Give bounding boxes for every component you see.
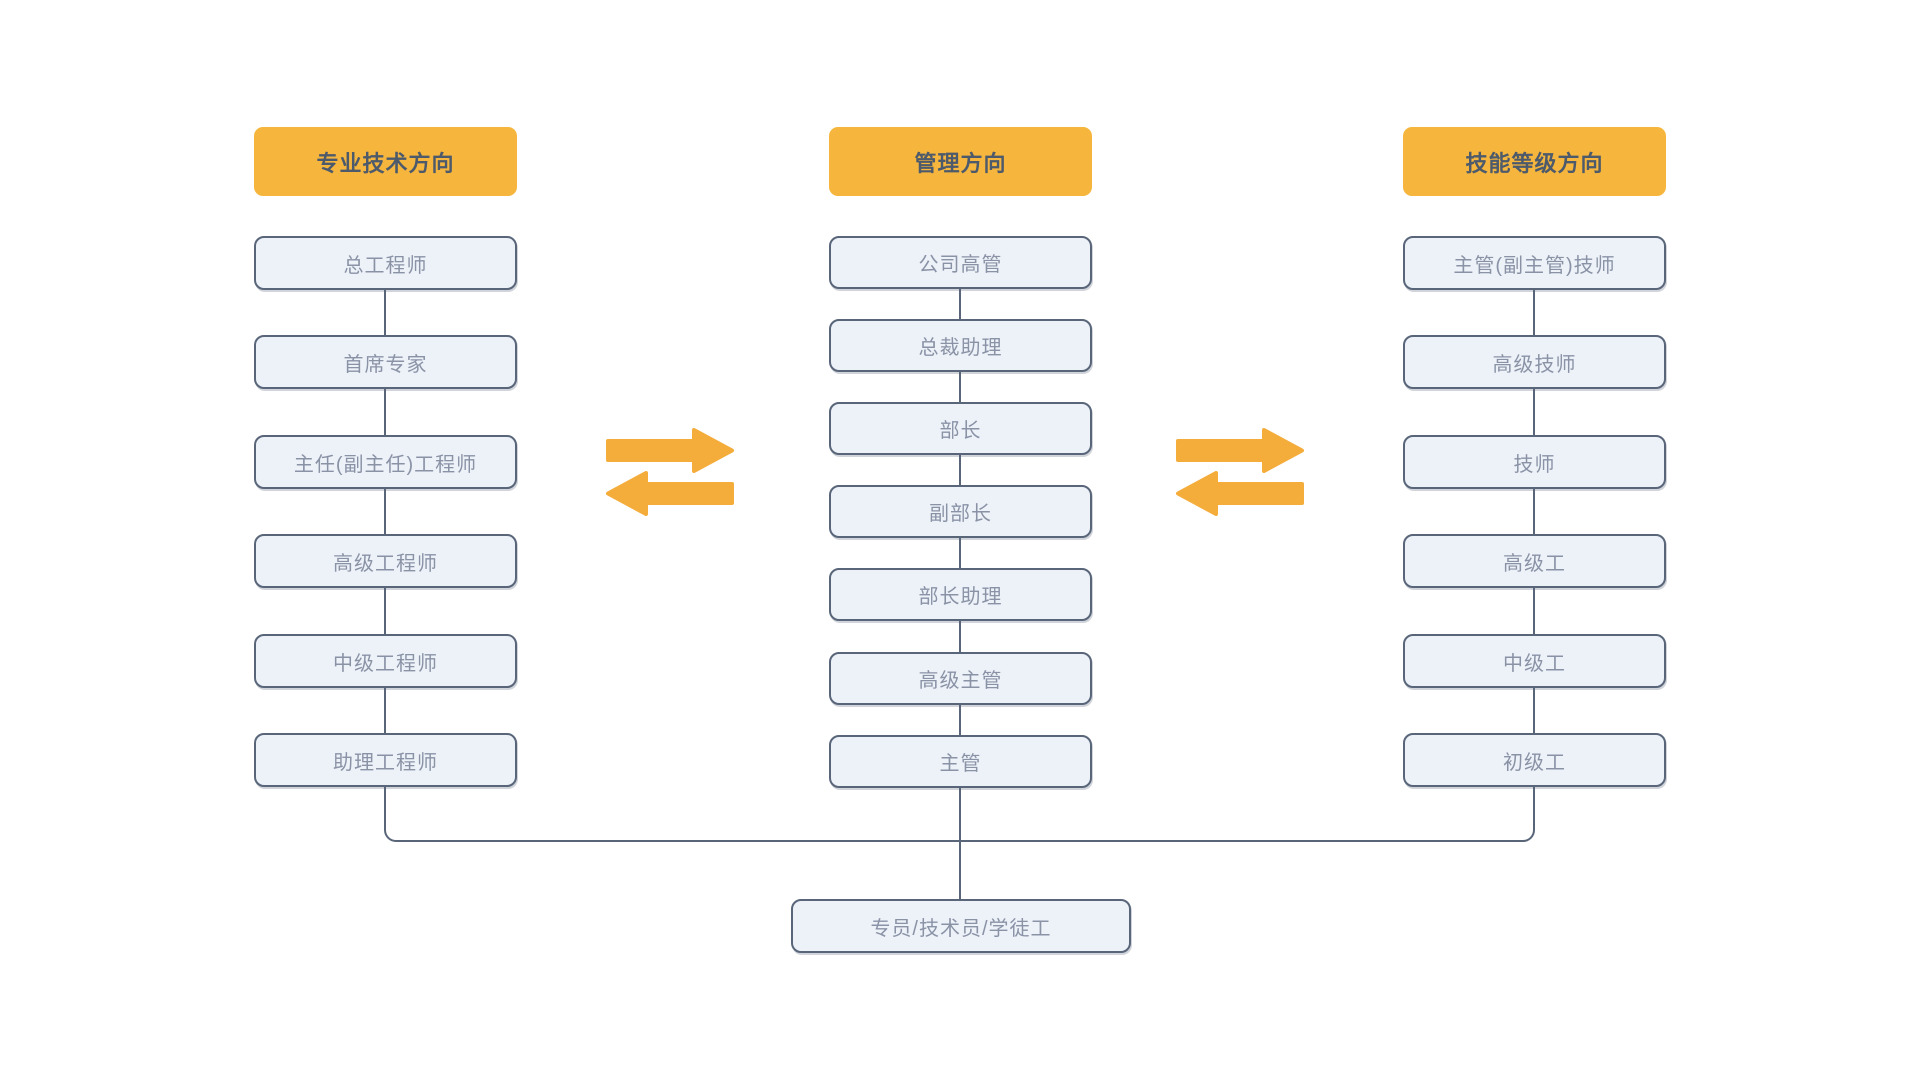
swap-arrows-icon [1175, 428, 1305, 516]
level-box: 主管 [829, 735, 1092, 788]
level-box: 主管(副主管)技师 [1403, 236, 1666, 290]
level-box: 总裁助理 [829, 319, 1092, 372]
level-box: 高级工程师 [254, 534, 517, 588]
level-box: 部长 [829, 402, 1092, 455]
level-box: 技师 [1403, 435, 1666, 489]
column-skill-grade: 技能等级方向 主管(副主管)技师高级技师技师高级工中级工初级工 [1403, 0, 1666, 1080]
arrow-left-icon [1176, 471, 1304, 516]
level-box: 高级工 [1403, 534, 1666, 588]
column-professional-technical: 专业技术方向 总工程师首席专家主任(副主任)工程师高级工程师中级工程师助理工程师 [254, 0, 517, 1080]
level-box: 首席专家 [254, 335, 517, 389]
level-box: 助理工程师 [254, 733, 517, 787]
column-header-management: 管理方向 [829, 127, 1092, 196]
level-box: 部长助理 [829, 568, 1092, 621]
entry-level-box: 专员/技术员/学徒工 [791, 899, 1131, 953]
level-box: 中级工程师 [254, 634, 517, 688]
level-box: 高级主管 [829, 652, 1092, 705]
level-box: 副部长 [829, 485, 1092, 538]
column-header-skill-grade: 技能等级方向 [1403, 127, 1666, 196]
column-header-professional-technical: 专业技术方向 [254, 127, 517, 196]
level-box: 总工程师 [254, 236, 517, 290]
level-box: 中级工 [1403, 634, 1666, 688]
column-connector-line [1533, 263, 1535, 787]
column-connector-line [384, 263, 386, 787]
arrow-right-icon [606, 428, 734, 473]
level-box: 公司高管 [829, 236, 1092, 289]
arrow-left-icon [606, 471, 734, 516]
level-box: 主任(副主任)工程师 [254, 435, 517, 489]
level-box: 高级技师 [1403, 335, 1666, 389]
swap-arrows-icon [605, 428, 735, 516]
level-box: 初级工 [1403, 733, 1666, 787]
column-management: 管理方向 公司高管总裁助理部长副部长部长助理高级主管主管 [829, 0, 1092, 1080]
arrow-right-icon [1176, 428, 1304, 473]
merge-connector-line [384, 733, 1535, 842]
